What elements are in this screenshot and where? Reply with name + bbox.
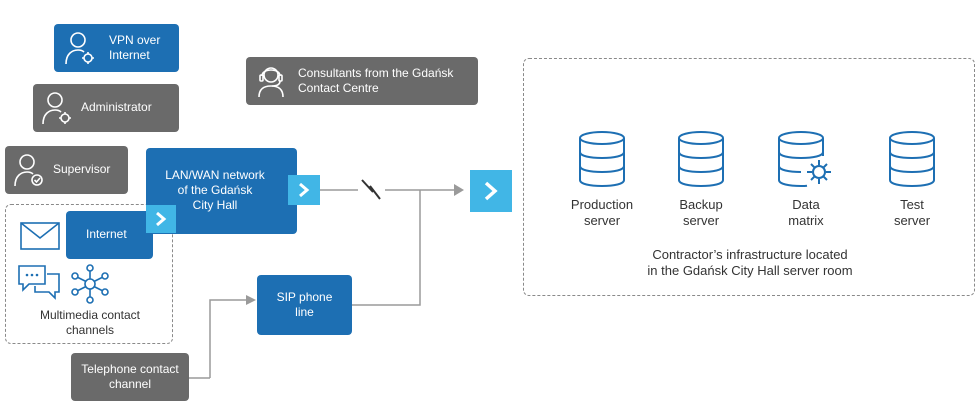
- consultants-line2: Contact Centre: [298, 81, 379, 95]
- arrowhead-sip: [246, 295, 256, 305]
- user-gear-icon: [65, 32, 94, 65]
- server-label-test: Test server: [867, 197, 957, 229]
- sip-line1: SIP phone: [276, 290, 333, 304]
- connector-sip-up: [352, 190, 421, 306]
- server-test-line2: server: [893, 213, 931, 228]
- server-matrix-line2: matrix: [788, 213, 824, 228]
- lan-arrow-icon: [288, 175, 320, 205]
- server-backup-line1: Backup: [679, 197, 723, 212]
- database-icon-production: [579, 131, 625, 188]
- internet-box: Internet: [66, 211, 153, 259]
- internet-arrow-icon: [146, 205, 176, 233]
- server-backup-line2: server: [682, 213, 720, 228]
- server-label-data-matrix: Data matrix: [761, 197, 851, 229]
- multimedia-line1: Multimedia contact: [39, 308, 141, 322]
- user-check-icon: [14, 154, 43, 187]
- server-production-line1: Production: [570, 197, 634, 212]
- multimedia-line2: channels: [65, 323, 115, 337]
- administrator-box: Administrator: [33, 84, 179, 132]
- lan-line3: City Hall: [192, 198, 238, 212]
- lan-line2: of the Gdańsk: [177, 183, 253, 197]
- telephone-line1: Telephone contact: [81, 362, 179, 376]
- multimedia-group: [5, 204, 173, 344]
- headset-user-icon: [258, 67, 284, 98]
- vpn-line2: Internet: [109, 48, 150, 62]
- administrator-label: Administrator: [81, 100, 152, 114]
- server-production-line2: server: [583, 213, 621, 228]
- database-icon-backup: [678, 131, 724, 188]
- arrowhead-infra: [454, 184, 464, 196]
- sip-phone-line-box: SIP phone line: [257, 275, 352, 335]
- connector-telephone-sip: [209, 299, 248, 378]
- server-label-production: Production server: [557, 197, 647, 229]
- user-gear-icon: [42, 92, 71, 125]
- server-matrix-line1: Data: [792, 197, 820, 212]
- vpn-line1: VPN over: [109, 33, 161, 47]
- multimedia-label: Multimedia contact channels: [20, 308, 160, 338]
- caption-line1: Contractor’s infrastructure located: [652, 247, 848, 262]
- internet-label: Internet: [86, 227, 127, 241]
- infrastructure-group: [523, 58, 975, 296]
- caption-line2: in the Gdańsk City Hall server room: [647, 263, 853, 278]
- database-gear-icon: [778, 131, 831, 188]
- server-test-line1: Test: [900, 197, 924, 212]
- email-icon: [20, 222, 60, 250]
- chat-icon: [18, 265, 60, 300]
- server-label-backup: Backup server: [656, 197, 746, 229]
- consultants-line1: Consultants from the Gdańsk: [298, 66, 454, 80]
- vpn-over-internet-box: VPN over Internet: [54, 24, 179, 72]
- infrastructure-caption: Contractor’s infrastructure located in t…: [600, 247, 900, 279]
- infrastructure-arrow-icon: [470, 170, 512, 212]
- database-icon-test: [889, 131, 935, 188]
- social-network-icon: [71, 264, 109, 304]
- supervisor-box: Supervisor: [5, 146, 128, 194]
- lightning-icon: [361, 179, 381, 200]
- lan-line1: LAN/WAN network: [165, 168, 265, 182]
- telephone-line2: channel: [108, 377, 152, 391]
- telephone-channel-box: Telephone contact channel: [71, 353, 189, 401]
- consultants-box: Consultants from the Gdańsk Contact Cent…: [246, 57, 478, 105]
- supervisor-label: Supervisor: [53, 162, 111, 176]
- sip-line2: line: [295, 305, 314, 319]
